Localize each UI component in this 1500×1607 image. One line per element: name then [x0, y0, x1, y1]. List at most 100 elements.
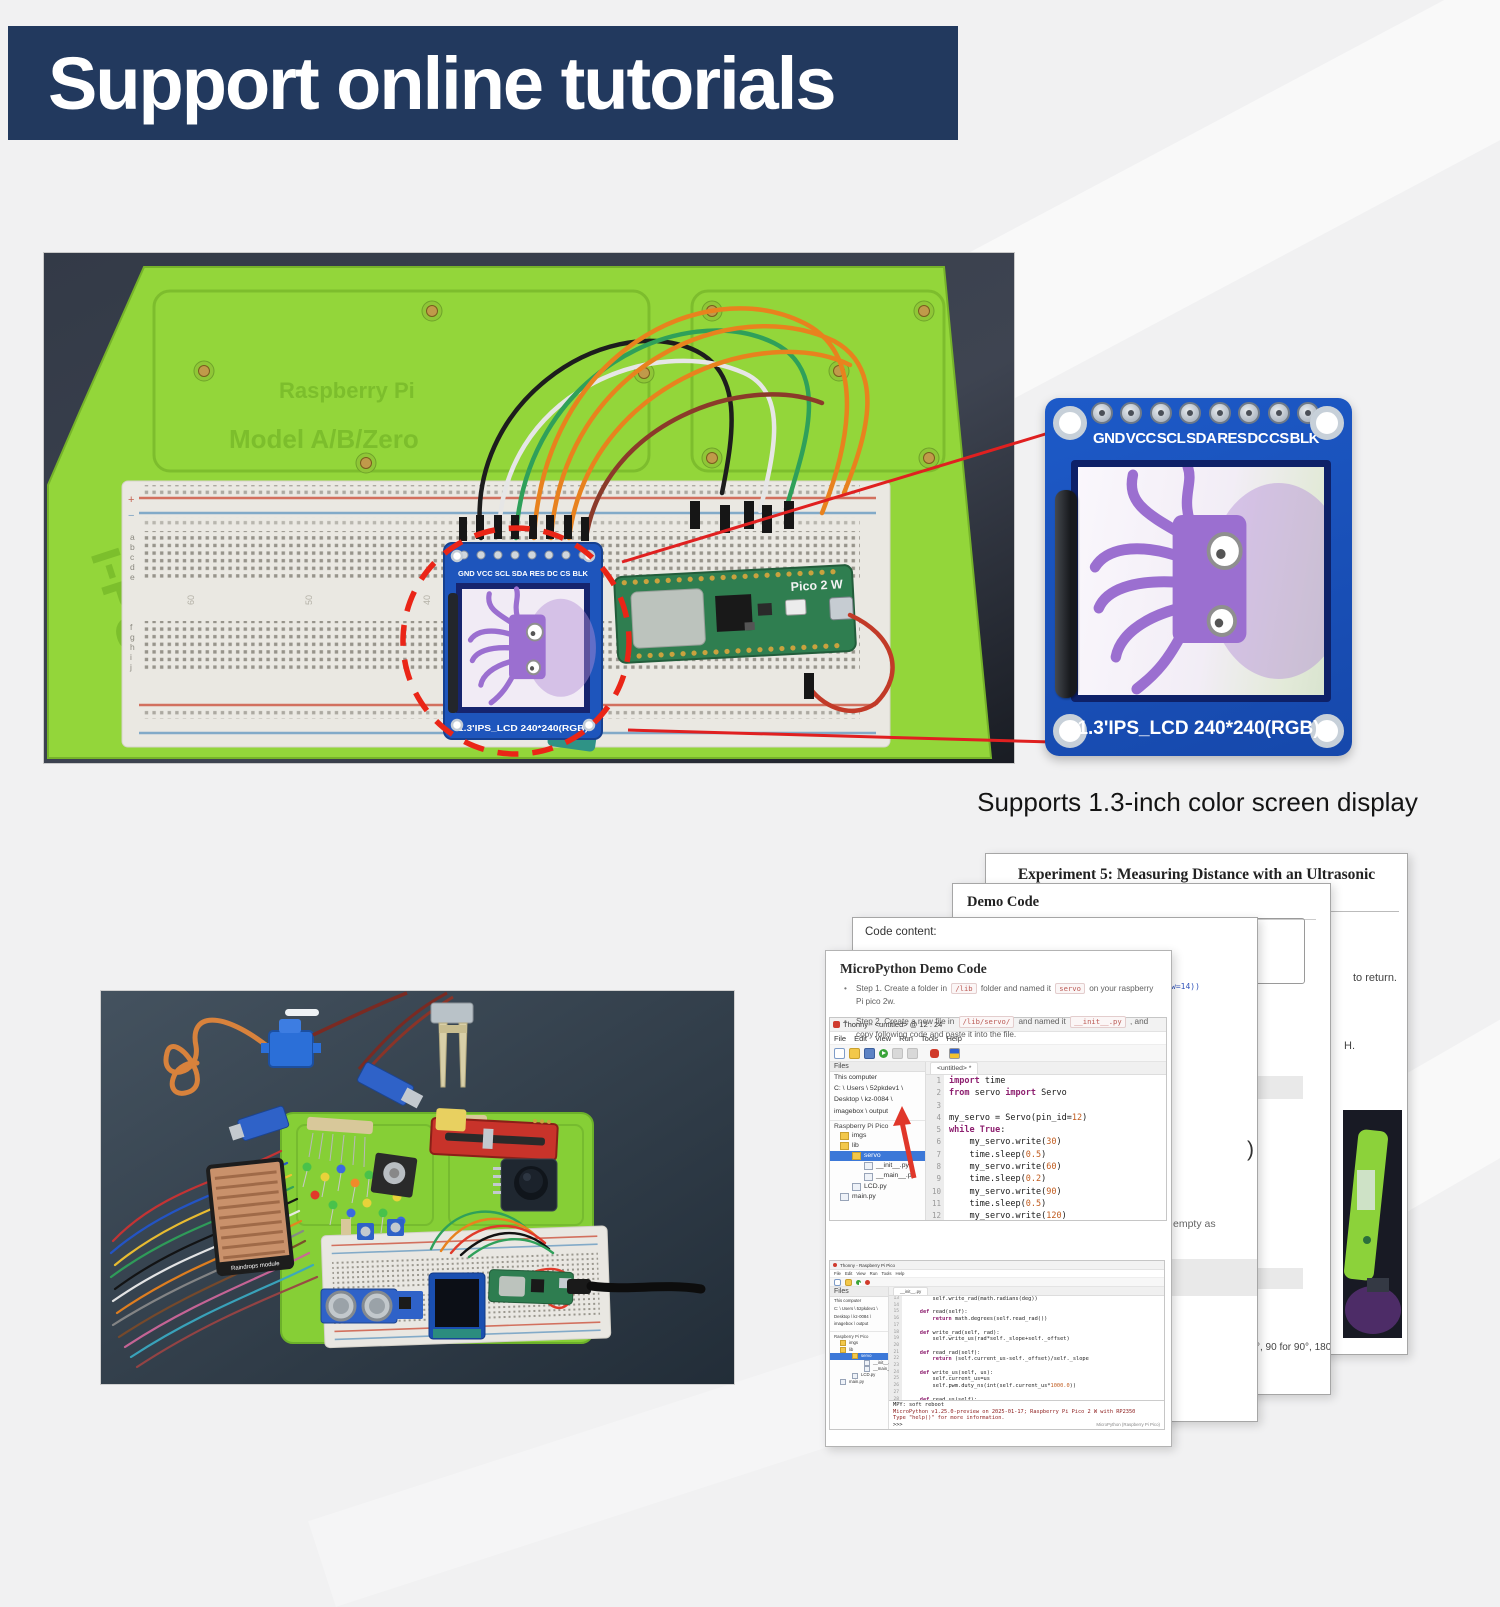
inline-code-chip: /lib/servo/: [958, 1016, 1015, 1028]
computer-path-item: Desktop \ kz-0084 \: [834, 1313, 872, 1319]
shell-line: MPY: soft reboot: [893, 1401, 945, 1408]
code-lines-small: 13 self.write_rad(math.radians(deg))14 1…: [889, 1296, 1164, 1400]
svg-text:g: g: [130, 632, 135, 642]
file-tree-icon: [852, 1152, 861, 1161]
tree-label: imgs: [852, 1131, 867, 1139]
pin-label: BLK: [1289, 430, 1320, 447]
debug-icon: [892, 1047, 903, 1059]
solder-pin: [1267, 402, 1290, 424]
file-tree-icon: [864, 1162, 873, 1171]
file-tree-icon: [864, 1366, 870, 1373]
computer-path-item: This computer: [834, 1298, 862, 1303]
file-tree-icon: [852, 1372, 858, 1379]
tree-label: servo: [864, 1152, 881, 1160]
tree-label: LCD.py: [861, 1372, 876, 1378]
ultrasonic-sensor: [320, 1288, 398, 1324]
main-kit-photo: Raspberry Pi Model A/B/Zero i-PC + − a: [43, 252, 1015, 764]
plate-embossed-model: Model A/B/Zero: [229, 424, 419, 454]
trim-potentiometers: [341, 1219, 404, 1240]
tree-label: servo: [861, 1353, 872, 1359]
tree-row: __main__.py: [830, 1366, 898, 1373]
svg-text:j: j: [129, 662, 132, 672]
pico-board: Pico 2 W: [613, 564, 857, 664]
shell-line: >>>: [893, 1422, 903, 1429]
computer-path-item: Desktop \ kz-0084 \: [834, 1096, 893, 1104]
tree-row: lib: [830, 1347, 888, 1353]
tree-label: __main__.py: [876, 1172, 915, 1180]
kit-photo-illustration: Raindrops module: [101, 991, 734, 1384]
computer-path-item: imagebox \ output: [834, 1321, 869, 1327]
pin-label: SDA: [1186, 430, 1217, 447]
open-file-icon: [849, 1047, 860, 1059]
pin-label: VCC: [1125, 430, 1157, 447]
inline-code-chip: servo: [1055, 983, 1085, 995]
tree-row: main.py: [830, 1192, 925, 1202]
file-tree-icon: [840, 1346, 846, 1353]
thonny2-toolbar: [830, 1278, 1164, 1287]
tree-row: servo: [830, 1353, 888, 1360]
tree-label: lib: [849, 1346, 854, 1352]
tree-row: imgs: [830, 1131, 925, 1141]
file-tree-icon: [840, 1131, 849, 1140]
menu-item: Run: [869, 1271, 878, 1276]
raindrop-module: Raindrops module: [206, 1157, 295, 1277]
tree-row: main.py: [830, 1378, 888, 1386]
file-tree-icon: [840, 1340, 846, 1347]
solder-pin: [1179, 402, 1202, 424]
usb-cable: [567, 1279, 706, 1294]
mounting-hole: [1053, 714, 1087, 748]
step2-suffix: , and copy following code and paste it i…: [856, 1017, 1149, 1040]
rail-minus: −: [128, 510, 134, 522]
sliver-illustration: [1343, 1110, 1402, 1338]
driver-module: [393, 1291, 423, 1319]
mini-lcd-pin-labels: GND VCC SCL SDA RES DC CS BLK: [458, 571, 588, 578]
castellated-pins: [621, 569, 840, 660]
tree-label: main.py: [852, 1192, 876, 1200]
slide-potentiometer: [429, 1108, 559, 1162]
new-file-icon: [834, 1278, 841, 1286]
rotary-encoder-module: [370, 1152, 418, 1198]
run-icon: [879, 1048, 888, 1058]
micropython-title: MicroPython Demo Code: [840, 961, 987, 976]
open-file-icon: [845, 1278, 852, 1286]
menu-item: Tools: [881, 1271, 892, 1276]
svg-text:i: i: [130, 652, 132, 662]
servo-motor: [163, 991, 408, 1096]
module-screen-frame: [1071, 460, 1331, 702]
inline-code-chip: __init__.py: [1070, 1016, 1126, 1028]
mounting-hole: [1053, 406, 1087, 440]
text-fragment: empty as: [1173, 1218, 1216, 1230]
tree-row: lib: [830, 1141, 925, 1151]
computer-path-item: imagebox \ output: [834, 1107, 889, 1115]
menu-item: File: [834, 1271, 841, 1276]
file-tree-icon: [864, 1359, 870, 1366]
code-band: [1171, 1259, 1257, 1296]
tree-label: main.py: [849, 1378, 865, 1384]
pin-label: RES: [1217, 430, 1247, 447]
module-pin-row: [1091, 402, 1319, 424]
mini-lcd-bottom-label: 1.3'IPS_LCD 240*240(RGB): [458, 724, 588, 733]
tree-row: __init__.py: [830, 1161, 925, 1171]
mini-lcd-module: GND VCC SCL SDA RES DC CS BLK: [443, 542, 603, 752]
svg-text:f: f: [130, 622, 133, 632]
page-canvas: Support online tutorials: [0, 0, 1500, 1500]
step1-suffix: on your raspberry Pi pico 2w.: [856, 984, 1154, 1006]
module-display: [1078, 467, 1324, 695]
thonny-icon: [833, 1263, 837, 1267]
status-text: MicroPython (Raspberry Pi Pico): [1096, 1422, 1160, 1427]
editor-tab: <untitled> *: [930, 1062, 979, 1074]
tree-label: __main__.py: [873, 1365, 898, 1371]
tree-row: servo: [830, 1151, 925, 1162]
text-fragment: H.: [1344, 1040, 1355, 1052]
menu-item: View: [856, 1271, 866, 1276]
step2-text: Step 2. Create a new file in /lib/servo/…: [844, 1016, 1157, 1041]
solder-pin: [1120, 402, 1143, 424]
kit-pico-board: [488, 1269, 574, 1305]
